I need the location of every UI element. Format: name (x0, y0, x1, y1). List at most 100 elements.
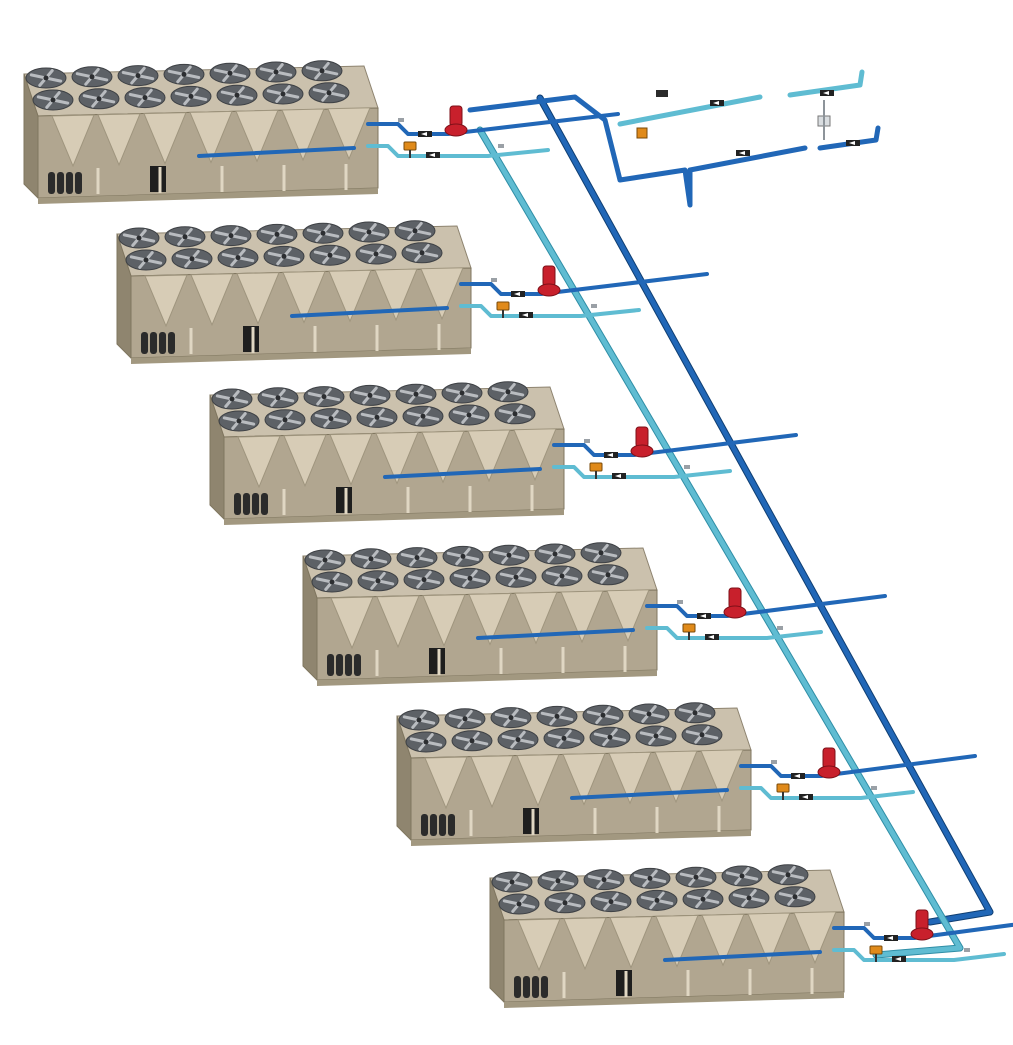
coil-panel (513, 428, 557, 482)
control-panel (150, 166, 166, 192)
coil-panel (467, 429, 511, 483)
fan-icon (301, 60, 343, 82)
sensor-icon (677, 600, 683, 604)
return-branch-pipe (459, 304, 641, 318)
fan-icon (302, 222, 344, 244)
fan-icon (544, 892, 586, 914)
pump-icon (817, 747, 841, 779)
coil-panel (329, 433, 373, 486)
fan-icon (217, 247, 259, 269)
control-panel (523, 808, 539, 834)
chiller-base-rail (317, 670, 657, 686)
sensor-icon (491, 278, 497, 282)
sensor-icon (871, 786, 877, 790)
flow-direction-icon (820, 90, 834, 96)
coil-panel (793, 911, 837, 965)
supply-outlet-tee (817, 125, 881, 151)
flow-direction-icon (418, 131, 432, 137)
compressor (439, 814, 446, 836)
supply-outlet-pipe (467, 94, 808, 208)
pump-icon (537, 265, 561, 297)
coil-panel (190, 273, 234, 327)
chiller-base-rail (411, 830, 751, 846)
supply-branch-pipe (645, 594, 887, 618)
coil-panel (420, 267, 464, 321)
chiller-array (23, 60, 845, 1008)
supply-branch-pipe (832, 922, 1013, 940)
compressor (141, 332, 148, 354)
fan-icon (218, 410, 260, 432)
internal-pipe (663, 950, 822, 962)
coil-panel (468, 592, 512, 646)
flow-direction-icon (892, 956, 906, 962)
compressor (168, 332, 175, 354)
compressor (514, 976, 521, 998)
supply-branch-pipe (459, 272, 709, 296)
coil-panel (330, 596, 374, 650)
coil-panel (328, 269, 372, 323)
fan-icon (308, 82, 350, 104)
coil-panel (97, 113, 141, 167)
fan-icon (636, 889, 678, 911)
fan-icon (71, 66, 113, 88)
fan-icon (448, 404, 490, 426)
compressor (421, 814, 428, 836)
flow-direction-icon (426, 152, 440, 158)
fan-icon (494, 403, 536, 425)
fan-icon (163, 63, 205, 85)
control-panel (336, 487, 352, 513)
coil-panel (51, 114, 95, 168)
return-branch-pipe (645, 626, 823, 640)
fan-icon (681, 724, 723, 746)
internal-pipe (290, 306, 449, 318)
supply-branch-pipe (739, 754, 977, 778)
chiller-base-rail (131, 348, 471, 364)
flow-direction-icon (604, 452, 618, 458)
supply-header-pipe (537, 95, 993, 925)
coil-panel (376, 595, 420, 649)
fan-icon (304, 549, 346, 571)
coil-panel (747, 912, 791, 966)
return-header-pipe (477, 127, 963, 958)
chiller-unit (396, 702, 752, 846)
fan-icon (449, 567, 491, 589)
coil-panel (374, 268, 418, 322)
compressor (345, 654, 352, 676)
fan-icon (580, 542, 622, 564)
header-outlet-assembly (467, 69, 881, 208)
fan-icon (311, 571, 353, 593)
pump-icon (910, 909, 934, 941)
supply-branch-pipe (552, 433, 798, 457)
fan-icon (348, 221, 390, 243)
fan-icon (582, 704, 624, 726)
coil-panel (606, 589, 650, 643)
flow-direction-icon (697, 613, 711, 619)
fan-icon (396, 547, 438, 569)
return-branch-pipe (739, 786, 915, 800)
fan-icon (587, 564, 629, 586)
sensor-icon (656, 90, 668, 97)
fan-icon (32, 89, 74, 111)
fan-icon (118, 227, 160, 249)
fan-icon (534, 543, 576, 565)
sensor-icon (498, 144, 504, 148)
fan-icon (255, 61, 297, 83)
valve-actuator-icon (496, 301, 510, 318)
fan-icon (395, 383, 437, 405)
flow-direction-icon (519, 312, 533, 318)
fan-icon (674, 702, 716, 724)
fan-icon (211, 388, 253, 410)
return-outlet-pipe (617, 94, 763, 127)
compressor (541, 976, 548, 998)
fan-icon (349, 384, 391, 406)
flow-direction-icon (511, 291, 525, 297)
coil-panel (421, 430, 465, 484)
coil-panel (654, 750, 698, 804)
compressor (448, 814, 455, 836)
fan-icon (117, 65, 159, 87)
compressor (261, 493, 268, 515)
coil-panel (470, 755, 514, 809)
valve-actuator-icon (589, 462, 603, 479)
chiller-base-rail (224, 509, 564, 525)
